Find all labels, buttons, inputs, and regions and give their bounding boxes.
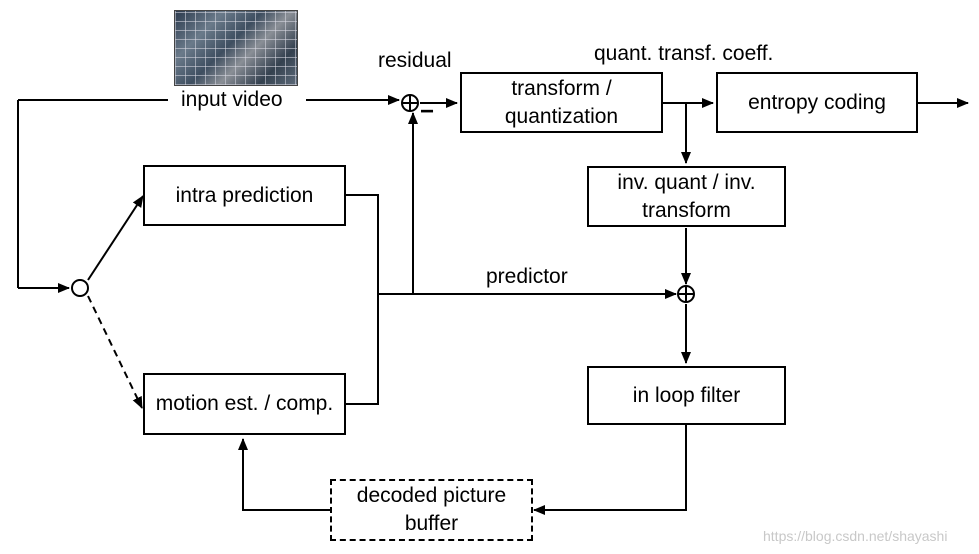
residual-subtractor <box>401 94 419 112</box>
residual-label: residual <box>378 49 452 72</box>
decoded-picture-buffer-block: decoded picture buffer <box>330 479 533 541</box>
predictor-label: predictor <box>486 265 568 288</box>
watermark: https://blog.csdn.net/shayashi <box>763 528 948 544</box>
input-video-thumbnail <box>174 10 298 86</box>
dpb-to-motion-arrow <box>238 438 330 511</box>
prediction-switch <box>71 279 89 297</box>
inverse-transform-block: inv. quant / inv. transform <box>587 166 786 227</box>
in-loop-filter-block: in loop filter <box>587 366 786 425</box>
motion-estimation-block: motion est. / comp. <box>143 373 346 435</box>
switch-to-intra-arrow <box>87 195 144 281</box>
entropy-coding-block: entropy coding <box>716 72 918 133</box>
reconstruction-adder <box>677 285 695 303</box>
transform-quantization-block: transform / quantization <box>460 72 663 133</box>
loopfilter-to-dpb-arrow <box>533 425 687 515</box>
switch-to-motion-arrow <box>87 295 143 409</box>
quant-coeff-label: quant. transf. coeff. <box>594 42 774 65</box>
input-video-label: input video <box>181 88 283 111</box>
subtract-sign: − <box>420 98 435 125</box>
prediction-merge-line <box>346 194 379 405</box>
intra-prediction-block: intra prediction <box>143 165 346 226</box>
